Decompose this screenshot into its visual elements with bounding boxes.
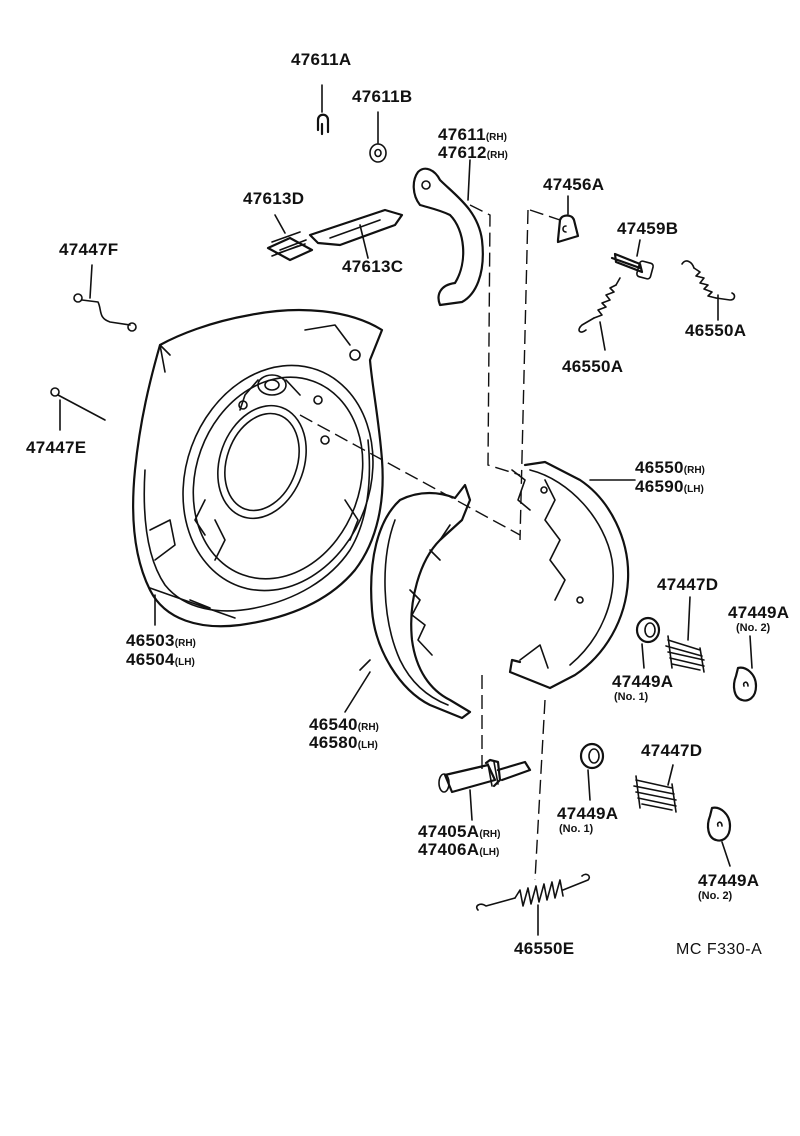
label-47405a: 47405A(RH): [418, 822, 501, 841]
label-47456a: 47456A: [543, 175, 605, 194]
clip-47611a: [316, 84, 330, 136]
label-suffix: (RH): [479, 829, 501, 840]
washer-47449a-no2-upper: [732, 635, 758, 702]
washer-47611b: [369, 111, 387, 163]
label-47447e: 47447E: [26, 438, 87, 457]
brake-shoe-46550: [508, 460, 636, 690]
label-46550a-right: 46550A: [685, 321, 747, 340]
label-46590: 46590(LH): [635, 477, 704, 496]
pin-47447f: [73, 264, 137, 332]
label-46580: 46580(LH): [309, 733, 378, 752]
spring-47613d: [266, 214, 314, 262]
label-47449a-no2-upper-sub: (No. 2): [736, 622, 771, 634]
backing-plate: [132, 308, 384, 628]
label-47449a-no1-lower: 47449A: [557, 804, 619, 823]
clip-47456a: [556, 195, 580, 244]
label-suffix: (RH): [485, 132, 507, 143]
label-47447d-upper: 47447D: [657, 575, 719, 594]
label-47611b: 47611B: [352, 87, 413, 106]
label-46540: 46540(RH): [309, 715, 379, 734]
spring-47447d-upper: [665, 596, 705, 673]
parking-brake-lever: [412, 159, 484, 307]
label-46550a-left: 46550A: [562, 357, 624, 376]
pin-47447e: [50, 387, 106, 431]
label-46503: 46503(RH): [126, 631, 196, 650]
cup-47449a-no1-upper: [635, 616, 661, 669]
label-suffix: (RH): [486, 150, 508, 161]
label-suffix: (LH): [357, 740, 378, 751]
cup-47449a-no1-lower: [579, 742, 605, 801]
bolt-47459b: [610, 239, 654, 280]
spring-47447d-lower: [633, 764, 677, 813]
label-suffix: (RH): [357, 722, 379, 733]
label-47449a-no1-upper-sub: (No. 1): [614, 691, 649, 703]
label-46550e: 46550E: [514, 939, 575, 958]
diagram-code: MC F330-A: [676, 941, 763, 958]
spring-46550a-left: [578, 277, 621, 351]
adjuster-47405a: [438, 758, 532, 821]
label-47449a-no1-upper: 47449A: [612, 672, 674, 691]
label-47613d: 47613D: [243, 189, 305, 208]
label-46550: 46550(RH): [635, 458, 705, 477]
label-47611a: 47611A: [291, 50, 352, 69]
washer-47449a-no2-lower: [706, 806, 732, 867]
brake-shoe-46540: [359, 483, 472, 720]
label-47447f: 47447F: [59, 240, 119, 259]
label-47612: 47612(RH): [438, 143, 508, 162]
label-47459b: 47459B: [617, 219, 679, 238]
label-47449a-no2-lower-sub: (No. 2): [698, 890, 733, 902]
label-47406a: 47406A(LH): [418, 840, 500, 859]
strut-47613c: [308, 208, 404, 259]
label-suffix: (RH): [683, 465, 705, 476]
label-suffix: (LH): [683, 484, 704, 495]
label-suffix: (RH): [174, 638, 196, 649]
label-suffix: (LH): [479, 847, 500, 858]
label-46504: 46504(LH): [126, 650, 195, 669]
spring-46550e: [475, 873, 591, 936]
label-suffix: (LH): [174, 657, 195, 668]
label-47449a-no2-lower: 47449A: [698, 871, 760, 890]
label-47447d-lower: 47447D: [641, 741, 703, 760]
label-47449a-no2-upper: 47449A: [728, 603, 790, 622]
spring-46550a-right: [681, 260, 736, 321]
label-47611: 47611(RH): [438, 125, 507, 144]
label-47449a-no1-lower-sub: (No. 1): [559, 823, 594, 835]
label-47613c: 47613C: [342, 257, 404, 276]
